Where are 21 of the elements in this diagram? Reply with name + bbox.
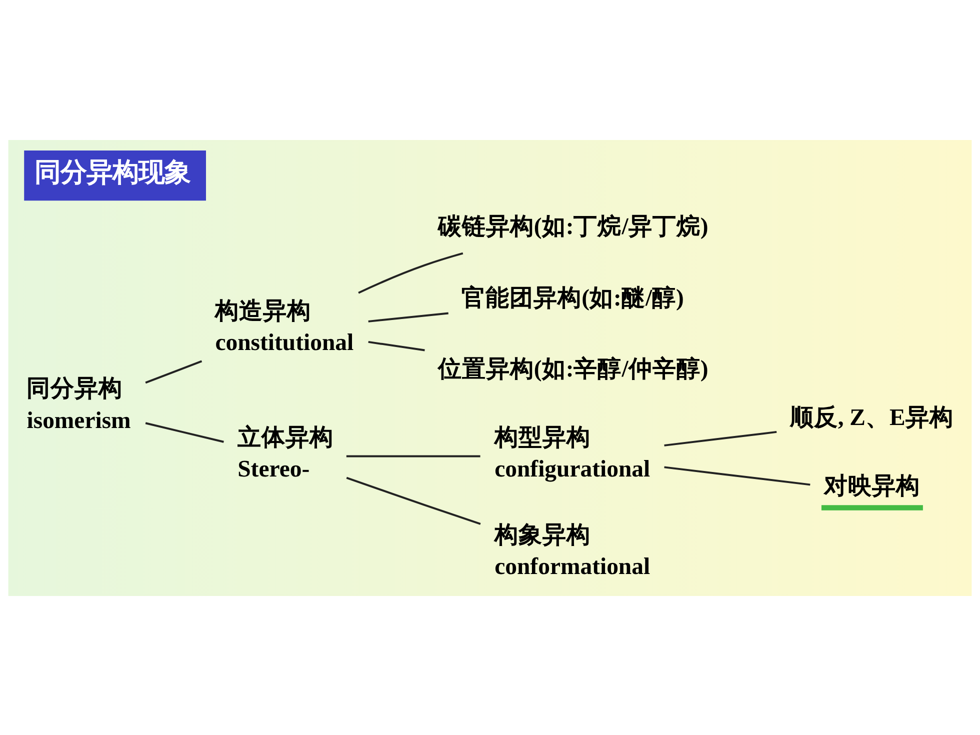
node-text: 碳链异构(如:丁烷/异丁烷): [438, 214, 708, 240]
connector: [346, 476, 481, 524]
node-text: 构象异构 conformational: [494, 522, 650, 580]
node-text: 官能团异构(如:醚/醇): [462, 284, 684, 311]
node-text: 构型异构 configurational: [494, 424, 650, 482]
diagram-title: 同分异构现象: [34, 157, 191, 186]
connector: [346, 454, 480, 457]
node-box: [821, 504, 923, 510]
connector: [145, 360, 202, 384]
node-text: 顺反, Z、E异构: [790, 404, 954, 431]
connector: [664, 430, 777, 446]
connector: [368, 312, 448, 322]
node-text: 构造异构 constitutional: [215, 298, 354, 356]
connector: [358, 252, 464, 294]
node-text: 立体异构 Stereo-: [238, 424, 334, 482]
connector: [145, 422, 224, 442]
node-label: 对映异构: [824, 473, 920, 500]
node-text: 位置异构(如:辛醇/仲辛醇): [438, 356, 708, 382]
connector: [368, 340, 425, 351]
connector: [664, 466, 810, 486]
node-text: 同分异构 isomerism: [26, 376, 131, 434]
